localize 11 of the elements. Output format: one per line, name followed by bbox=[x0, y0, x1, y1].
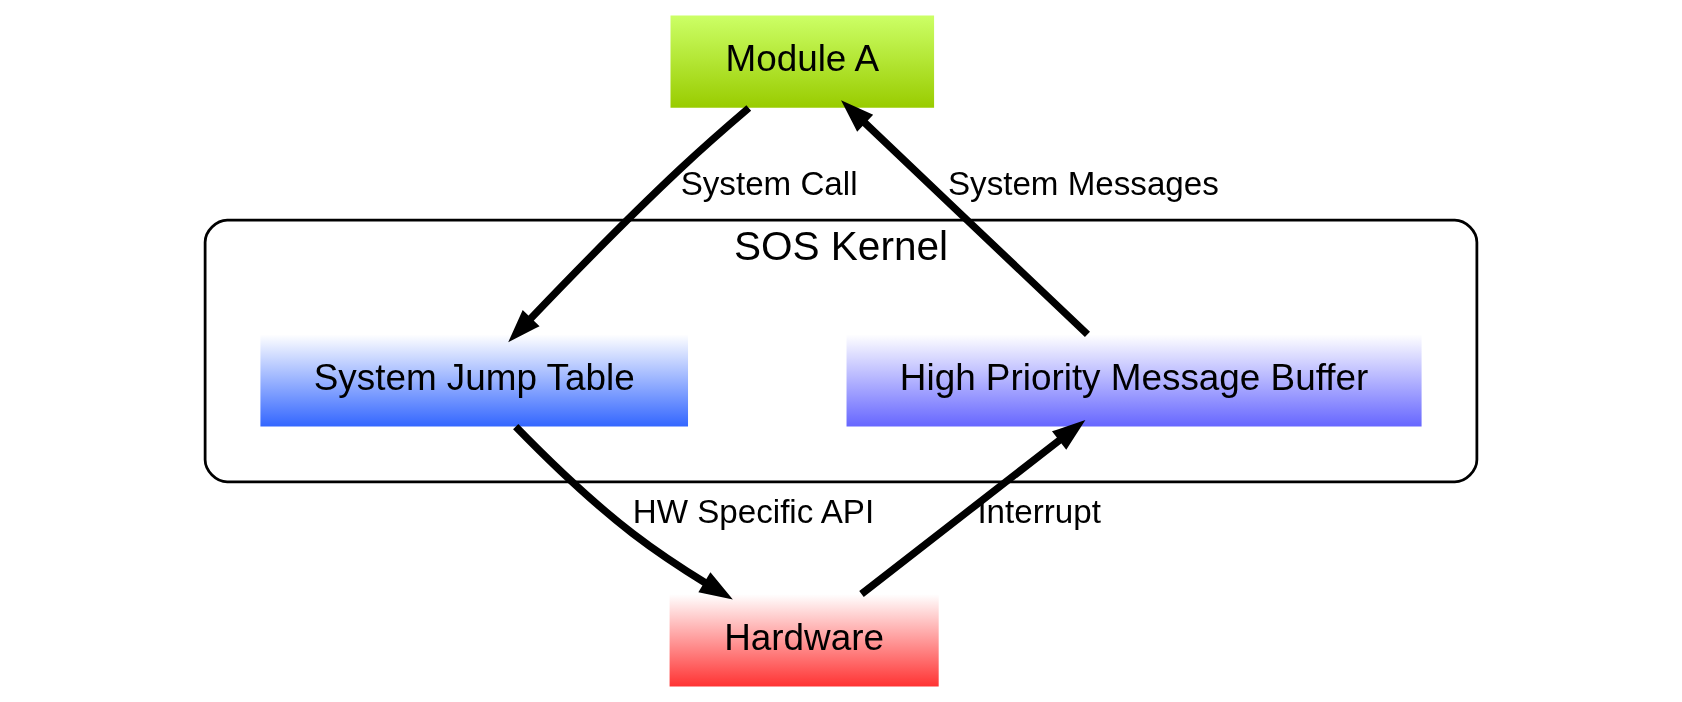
node-box: Module A bbox=[670, 15, 935, 108]
edge-label: HW Specific API bbox=[632, 493, 875, 531]
arrow bbox=[513, 424, 733, 600]
edge-label: System Messages bbox=[947, 165, 1219, 203]
node-box: Hardware bbox=[669, 594, 939, 687]
edge-label: Interrupt bbox=[977, 493, 1101, 531]
arrow bbox=[841, 100, 1090, 338]
node-box: System Jump Table bbox=[260, 334, 688, 427]
edge-label: System Call bbox=[680, 165, 858, 203]
arrow bbox=[859, 420, 1086, 597]
arrow bbox=[508, 105, 752, 343]
